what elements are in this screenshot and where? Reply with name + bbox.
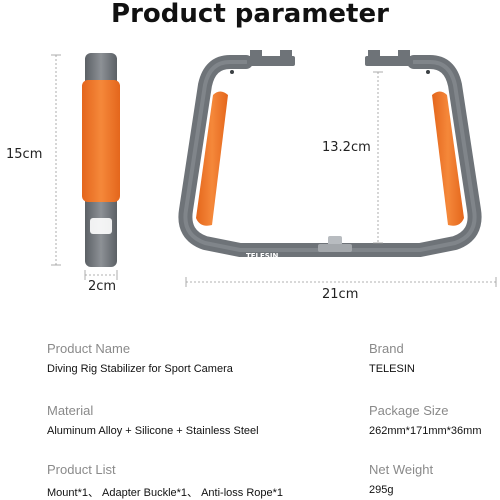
- spec-net-weight: Net Weight 295g: [369, 462, 433, 496]
- spec-product-list: Product List Mount*1、 Adapter Buckle*1、 …: [47, 462, 283, 500]
- side-view-slot: [90, 218, 112, 234]
- spec-value: Diving Rig Stabilizer for Sport Camera: [47, 363, 233, 375]
- spec-value: Aluminum Alloy + Silicone + Stainless St…: [47, 425, 259, 437]
- thickness-dimension-line: [84, 270, 118, 280]
- spec-value: Mount*1、 Adapter Buckle*1、 Anti-loss Rop…: [47, 487, 284, 499]
- front-view-rig: [178, 50, 482, 257]
- spec-label: Product List: [47, 462, 116, 477]
- inner-height-dimension-label: 13.2cm: [322, 140, 371, 155]
- spec-label: Brand: [369, 341, 404, 356]
- height-dimension-label: 15cm: [6, 147, 43, 162]
- side-view: [82, 53, 120, 267]
- height-dimension-line: [51, 54, 61, 266]
- thickness-dimension-label: 2cm: [88, 279, 117, 294]
- spec-value: 262mm*171mm*36mm: [369, 425, 482, 437]
- spec-label: Net Weight: [369, 462, 434, 477]
- product-dimension-diagram: TELESIN: [51, 50, 497, 287]
- spec-label: Package Size: [369, 403, 449, 418]
- spec-value: TELESIN: [369, 363, 415, 375]
- page-title: Product parameter: [111, 0, 389, 29]
- side-view-grip: [82, 80, 120, 202]
- spec-brand: Brand TELESIN: [369, 341, 415, 375]
- center-screw-mount: [328, 236, 342, 246]
- spec-label: Product Name: [47, 341, 131, 356]
- brand-logo: TELESIN: [246, 252, 278, 260]
- spec-material: Material Aluminum Alloy + Silicone + Sta…: [47, 403, 259, 437]
- width-dimension-label: 21cm: [322, 287, 359, 302]
- spec-product-name: Product Name Diving Rig Stabilizer for S…: [47, 341, 233, 375]
- spec-value: 295g: [369, 484, 394, 496]
- inner-height-dimension-line: [373, 71, 383, 244]
- spec-label: Material: [47, 403, 94, 418]
- spec-package-size: Package Size 262mm*171mm*36mm: [369, 403, 481, 437]
- width-dimension-line: [185, 277, 497, 287]
- left-grip: [196, 91, 228, 226]
- right-grip: [432, 91, 464, 226]
